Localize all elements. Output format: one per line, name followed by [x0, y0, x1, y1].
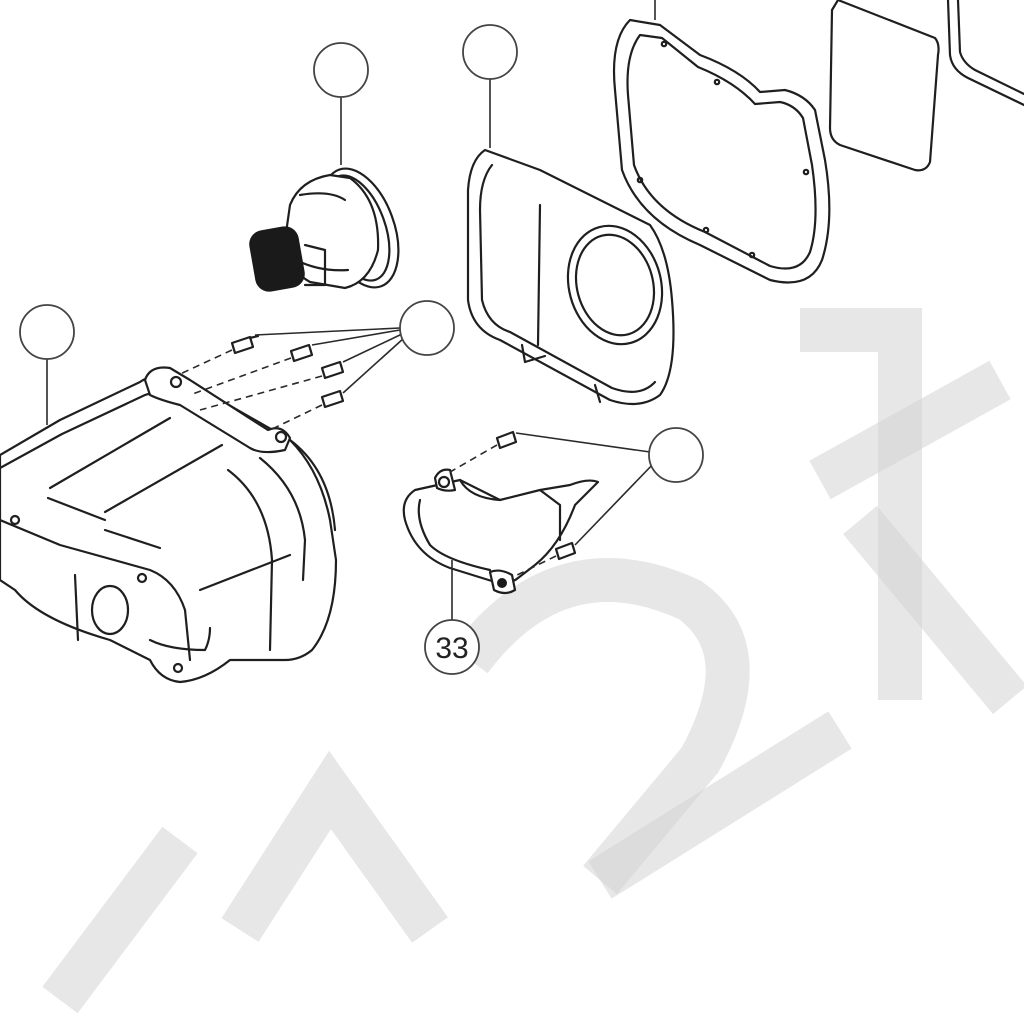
gear-shaft-part	[249, 167, 400, 292]
housing-part	[0, 366, 338, 684]
gasket-part	[612, 0, 831, 284]
callout-label: 33	[435, 632, 468, 665]
inner-cover-part	[466, 148, 675, 406]
callout-housing	[19, 304, 75, 360]
callout-gear-shaft	[313, 42, 369, 98]
pad-part	[828, 0, 1024, 172]
callout-housing-screws	[399, 300, 455, 356]
callout-bracket-screws	[648, 427, 704, 483]
callout-bracket: 33	[424, 619, 480, 675]
watermark	[42, 308, 1024, 1014]
bracket-part	[402, 430, 600, 595]
leader-lines	[46, 79, 656, 622]
callout-inner-cover	[462, 24, 518, 80]
housing-screws	[177, 334, 345, 431]
